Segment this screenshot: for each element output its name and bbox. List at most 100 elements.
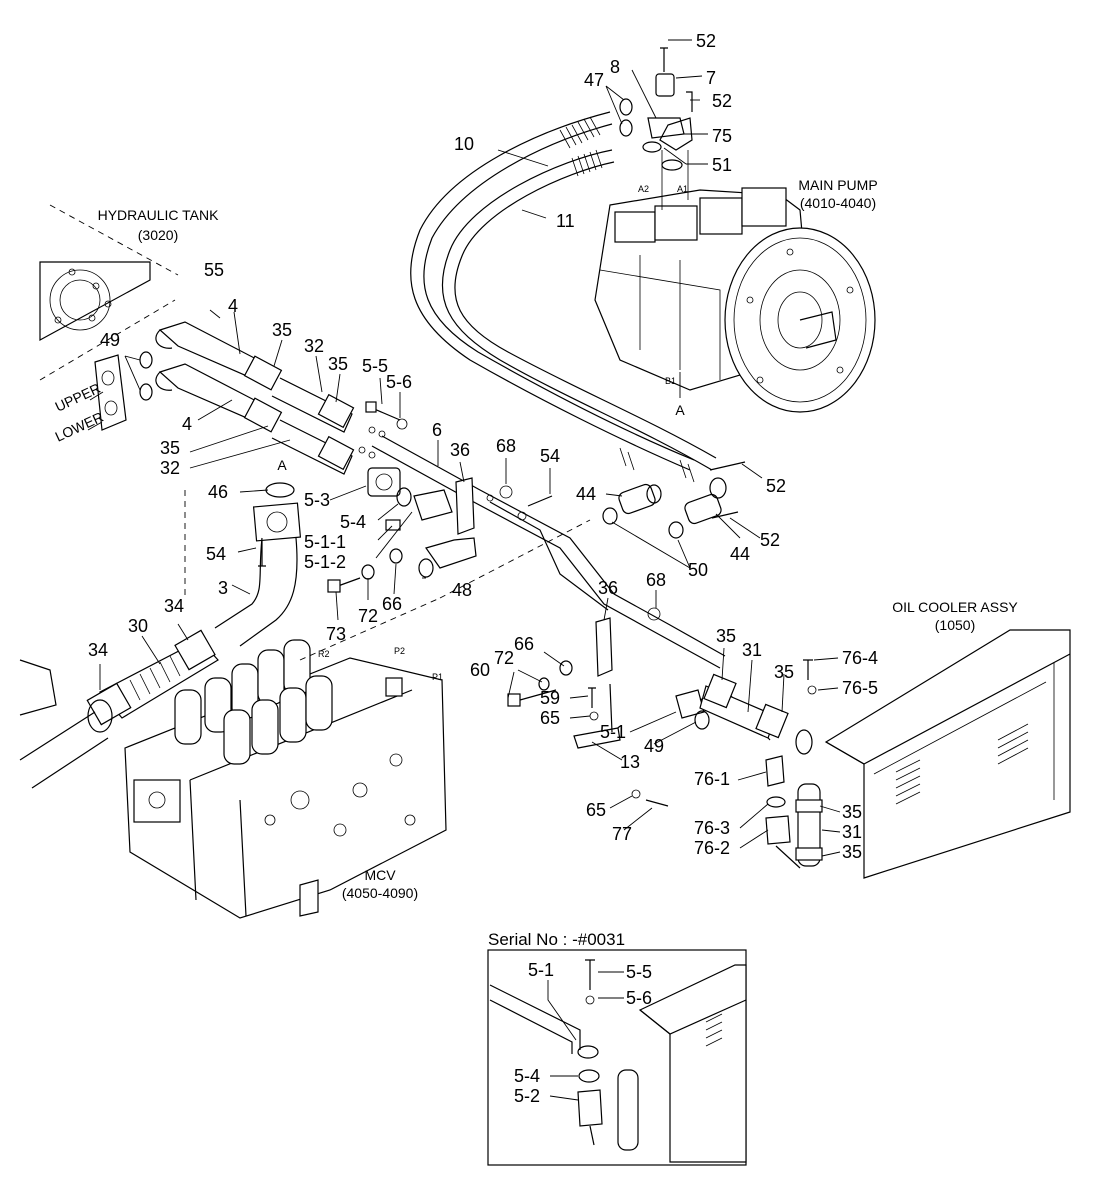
callout-52: 52 bbox=[766, 476, 786, 496]
callout-55: 55 bbox=[204, 260, 224, 280]
callout-44: 44 bbox=[576, 484, 596, 504]
callout-34: 34 bbox=[88, 640, 108, 660]
o-ring-49-upper bbox=[139, 351, 153, 369]
callout-10: 10 bbox=[454, 134, 474, 154]
callout-76-2: 76-2 bbox=[694, 838, 730, 858]
o-ring-5-4 bbox=[396, 487, 412, 507]
leader-lines bbox=[99, 39, 841, 1101]
callout-76-5: 76-5 bbox=[842, 678, 878, 698]
bolt-77 bbox=[631, 789, 669, 807]
callout-59: 59 bbox=[540, 688, 560, 708]
callout-52: 52 bbox=[712, 91, 732, 111]
callout-5-4: 5-4 bbox=[340, 512, 366, 532]
fitting-7-8 bbox=[619, 47, 693, 171]
bolts-5-5 bbox=[358, 401, 408, 459]
callout-inset-5-6: 5-6 bbox=[626, 988, 652, 1008]
callout-32: 32 bbox=[160, 458, 180, 478]
hose-31-lower bbox=[795, 783, 823, 867]
callout-32: 32 bbox=[304, 336, 324, 356]
callout-35: 35 bbox=[160, 438, 180, 458]
fitting-76 bbox=[765, 659, 817, 869]
callout-inset-5-2: 5-2 bbox=[514, 1086, 540, 1106]
callout-35: 35 bbox=[716, 626, 736, 646]
flange-5-1-group bbox=[327, 489, 477, 593]
callout-48: 48 bbox=[452, 580, 472, 600]
suction-pipe-upper bbox=[155, 321, 355, 433]
hose-10 bbox=[410, 111, 695, 471]
main-pump-label: MAIN PUMP bbox=[798, 177, 877, 193]
callout-49: 49 bbox=[644, 736, 664, 756]
callout-35: 35 bbox=[842, 842, 862, 862]
callout-49: 49 bbox=[100, 330, 120, 350]
callout-72: 72 bbox=[494, 648, 514, 668]
callout-60: 60 bbox=[470, 660, 490, 680]
section-ref-a-pump: A bbox=[675, 402, 685, 418]
callout-30: 30 bbox=[128, 616, 148, 636]
callout-75: 75 bbox=[712, 126, 732, 146]
callout-44: 44 bbox=[730, 544, 750, 564]
port-p1-label: P1 bbox=[432, 672, 443, 682]
callout-52: 52 bbox=[696, 31, 716, 51]
callout-36: 36 bbox=[450, 440, 470, 460]
washer-65 bbox=[589, 711, 599, 721]
callout-35: 35 bbox=[774, 662, 794, 682]
callout-73: 73 bbox=[326, 624, 346, 644]
callout-35: 35 bbox=[842, 802, 862, 822]
callout-76-1: 76-1 bbox=[694, 769, 730, 789]
o-ring-49-lower bbox=[139, 383, 153, 401]
callout-6: 6 bbox=[432, 420, 442, 440]
o-ring-46 bbox=[265, 482, 295, 498]
mcv bbox=[124, 639, 447, 919]
callout-8: 8 bbox=[610, 57, 620, 77]
main-pump-code: (4010-4040) bbox=[800, 195, 876, 211]
serial-inset-detail bbox=[489, 959, 747, 1163]
callout-52: 52 bbox=[760, 530, 780, 550]
suction-pipe-lower bbox=[155, 363, 355, 475]
main-pump bbox=[594, 117, 876, 413]
callout-76-3: 76-3 bbox=[694, 818, 730, 838]
callout-46: 46 bbox=[208, 482, 228, 502]
callout-76-4: 76-4 bbox=[842, 648, 878, 668]
callout-34: 34 bbox=[164, 596, 184, 616]
port-b1-label: B1 bbox=[665, 376, 676, 386]
callout-31: 31 bbox=[842, 822, 862, 842]
callout-35: 35 bbox=[328, 354, 348, 374]
bracket-13 bbox=[573, 683, 621, 749]
callout-numbers: 52 8 47 7 52 75 10 51 11 55 4 35 32 35 5… bbox=[88, 31, 878, 1106]
hose-30 bbox=[19, 629, 219, 789]
port-a1-label: A1 bbox=[677, 184, 688, 194]
pipe-3 bbox=[214, 502, 302, 647]
callout-4: 4 bbox=[182, 414, 192, 434]
oil-cooler bbox=[824, 629, 1071, 879]
callout-inset-5-5: 5-5 bbox=[626, 962, 652, 982]
callout-65: 65 bbox=[586, 800, 606, 820]
callout-68: 68 bbox=[496, 436, 516, 456]
bracket-36-lower bbox=[595, 607, 661, 677]
callout-inset-5-4: 5-4 bbox=[514, 1066, 540, 1086]
pipe-6 bbox=[371, 435, 726, 669]
callout-3: 3 bbox=[218, 578, 228, 598]
serial-label: Serial No : -#0031 bbox=[488, 930, 625, 949]
bracket-36-upper bbox=[455, 477, 553, 535]
hydraulic-tank bbox=[39, 204, 179, 381]
callout-5-5: 5-5 bbox=[362, 356, 388, 376]
hydraulic-tank-label: HYDRAULIC TANK bbox=[98, 207, 220, 223]
callout-5-3: 5-3 bbox=[304, 490, 330, 510]
split-flanges-44 bbox=[602, 461, 746, 539]
callout-51: 51 bbox=[712, 155, 732, 175]
callout-5-6: 5-6 bbox=[386, 372, 412, 392]
callout-65: 65 bbox=[540, 708, 560, 728]
bolt-54 bbox=[258, 540, 266, 567]
callout-5-1-1: 5-1-1 bbox=[304, 532, 346, 552]
port-p2-label: P2 bbox=[394, 646, 405, 656]
callout-inset-5-1: 5-1 bbox=[528, 960, 554, 980]
mcv-code: (4050-4090) bbox=[342, 885, 418, 901]
hose-11 bbox=[441, 149, 717, 483]
callout-36: 36 bbox=[598, 578, 618, 598]
callout-13: 13 bbox=[620, 752, 640, 772]
callout-50: 50 bbox=[688, 560, 708, 580]
tank-port-flange bbox=[94, 354, 127, 431]
callout-5-1: 5-1 bbox=[600, 722, 626, 742]
callout-47: 47 bbox=[584, 70, 604, 90]
